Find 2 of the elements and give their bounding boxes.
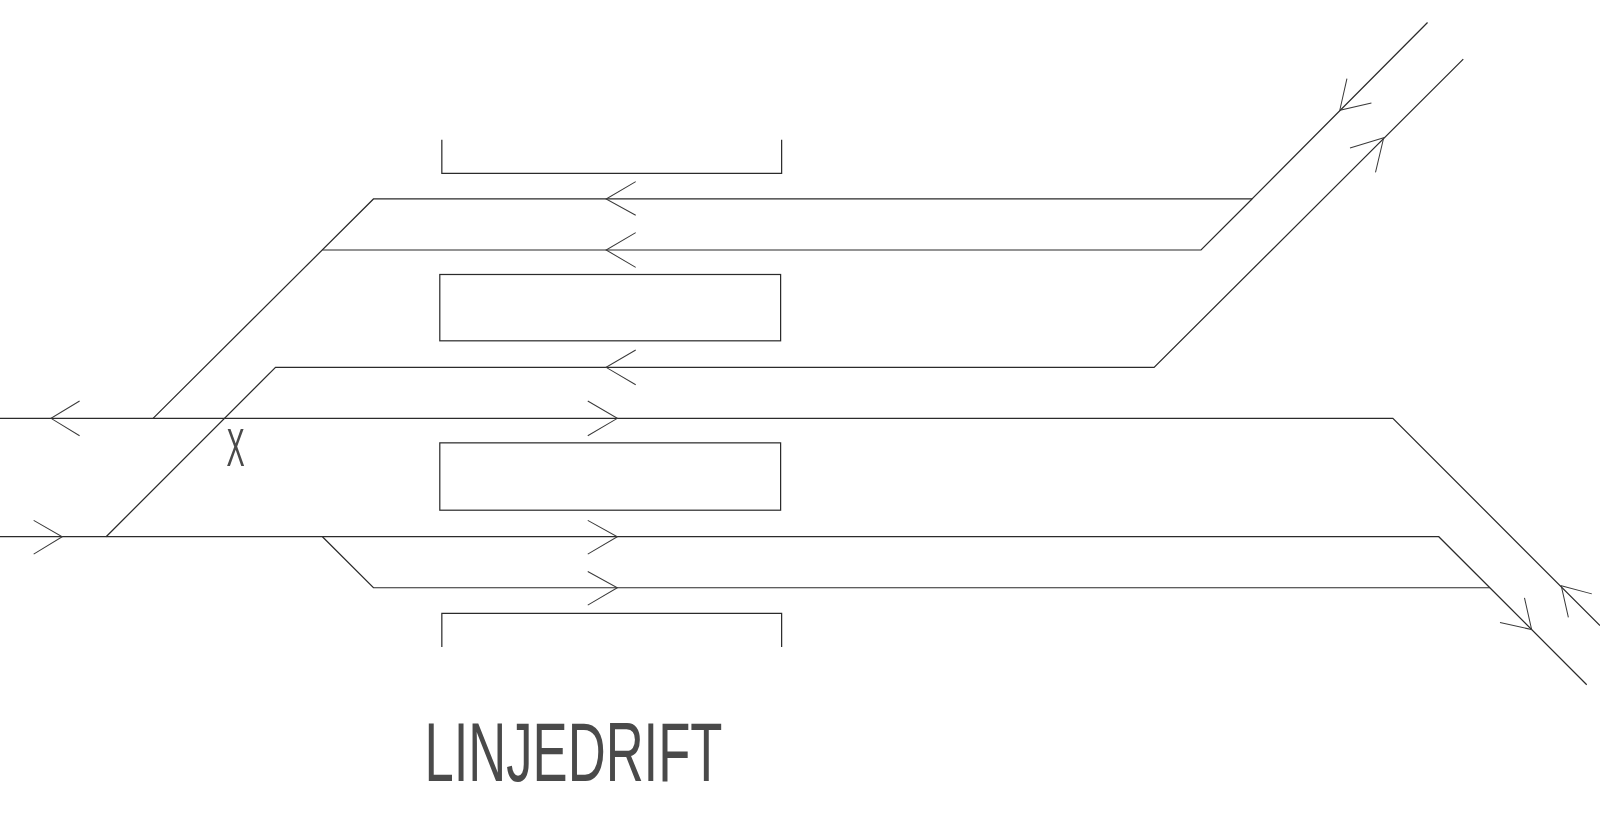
crossing-label: X [226,424,245,473]
diagram-caption: LINJEDRIFT [424,715,723,790]
